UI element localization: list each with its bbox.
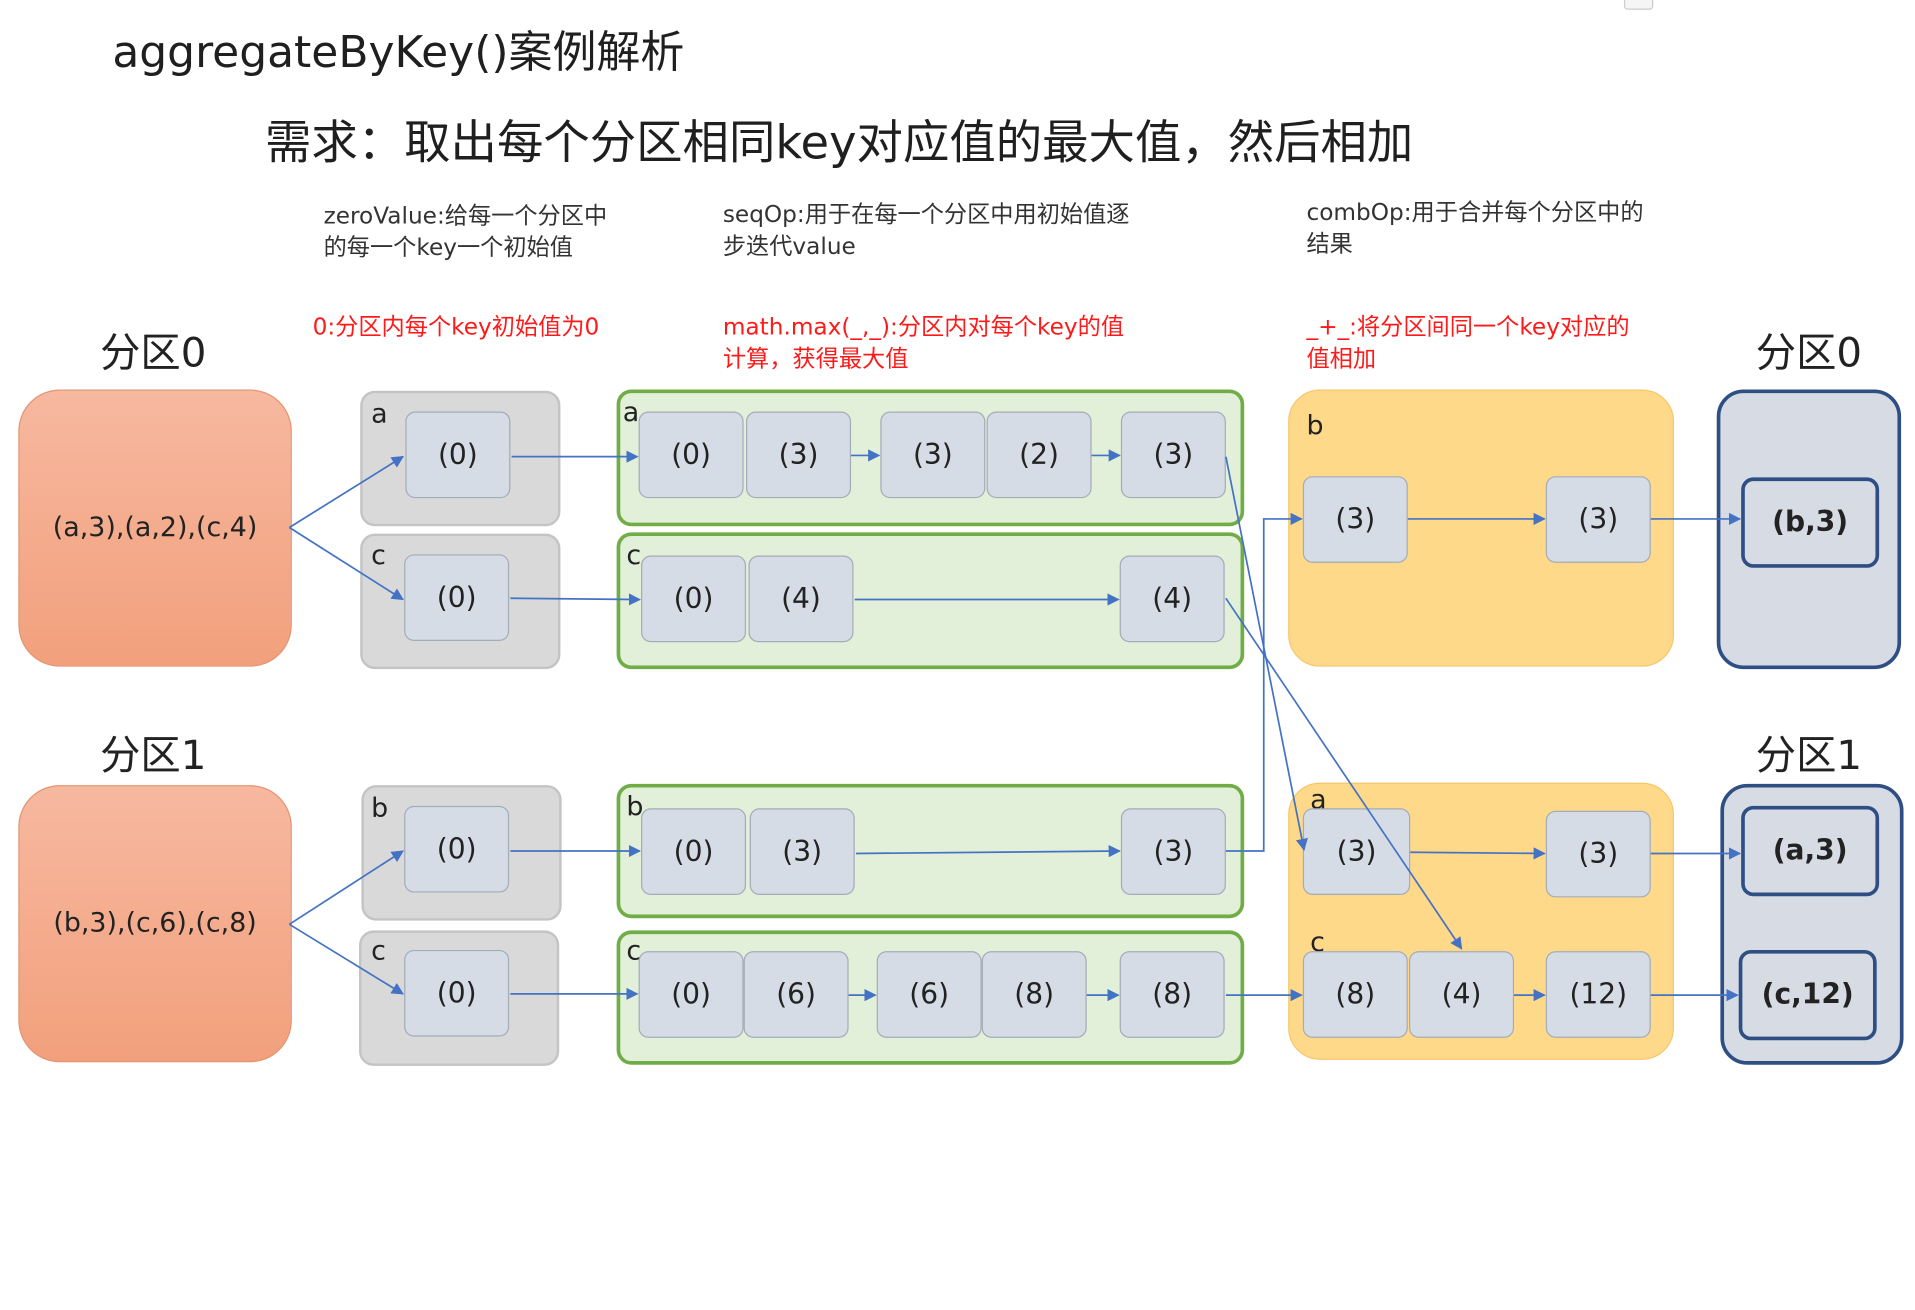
seq-node: (3)	[880, 411, 986, 499]
seq-node: (4)	[748, 555, 854, 643]
key-label: b	[1306, 411, 1324, 443]
seq-op-example: math.max(_,_):分区内对每个key的值计算，获得最大值	[722, 313, 1125, 373]
key-label: c	[371, 540, 386, 572]
result-node: (b,3)	[1741, 477, 1880, 568]
seq-node: (0)	[638, 951, 744, 1038]
comb-node: (3)	[1302, 476, 1408, 563]
seq-node: (0)	[641, 555, 747, 643]
seq-node: (6)	[743, 951, 849, 1038]
seq-node: (8)	[981, 951, 1087, 1038]
key-label: c	[626, 936, 642, 968]
comb-node: (8)	[1302, 951, 1408, 1038]
comb-node: (12)	[1545, 951, 1651, 1038]
seq-node: (3)	[749, 808, 855, 895]
partition-1-label-right: 分区1	[1755, 731, 1863, 779]
zero-value-description: zeroValue:给每一个分区中的每一个key一个初始值	[323, 202, 608, 262]
zero-node: (0)	[404, 949, 510, 1037]
comb-node: (3)	[1545, 810, 1651, 898]
seq-node: (3)	[746, 411, 852, 499]
partition-0-label-right: 分区0	[1755, 328, 1863, 377]
seq-node: (0)	[638, 411, 744, 499]
source-partition-1-values: (b,3),(c,6),(c,8)	[53, 908, 257, 939]
key-label: a	[622, 398, 640, 429]
partition-0-label-left: 分区0	[100, 328, 207, 377]
result-node: (c,12)	[1738, 949, 1877, 1041]
zero-value-example: 0:分区内每个key初始值为0	[312, 313, 600, 341]
zero-node: (0)	[405, 411, 511, 499]
source-partition-0-values: (a,3),(a,2),(c,4)	[52, 512, 258, 544]
seq-node: (8)	[1119, 951, 1225, 1038]
seq-node: (6)	[876, 951, 982, 1038]
seq-op-description: seqOp:用于在每一个分区中用初始值逐步迭代value	[722, 201, 1130, 261]
partition-1-label-left: 分区1	[100, 731, 207, 779]
key-label: b	[626, 792, 644, 823]
comb-node: (3)	[1545, 476, 1651, 563]
seq-node: (2)	[986, 411, 1092, 499]
result-node: (a,3)	[1741, 805, 1880, 897]
source-partition-0: (a,3),(a,2),(c,4)	[18, 389, 292, 667]
page-title: aggregateByKey()案例解析	[112, 28, 685, 79]
key-label: c	[626, 540, 642, 572]
seq-node: (4)	[1119, 555, 1225, 643]
corner-handle	[1623, 0, 1654, 10]
seq-node: (3)	[1120, 808, 1226, 895]
comb-op-example: _+_:将分区间同一个key对应的值相加	[1306, 313, 1630, 373]
zero-node: (0)	[404, 805, 510, 893]
seq-node: (3)	[1120, 411, 1226, 499]
comb-op-description: combOp:用于合并每个分区中的结果	[1306, 199, 1644, 258]
seq-node: (0)	[641, 808, 747, 895]
key-label: b	[371, 793, 389, 825]
key-label: a	[371, 399, 388, 430]
comb-node: (3)	[1302, 808, 1411, 895]
key-label: c	[371, 936, 386, 968]
comb-node: (4)	[1409, 951, 1515, 1038]
page-subtitle: 需求：取出每个分区相同key对应值的最大值，然后相加	[264, 115, 1414, 170]
zero-node: (0)	[404, 554, 510, 642]
source-partition-1: (b,3),(c,6),(c,8)	[18, 785, 292, 1063]
